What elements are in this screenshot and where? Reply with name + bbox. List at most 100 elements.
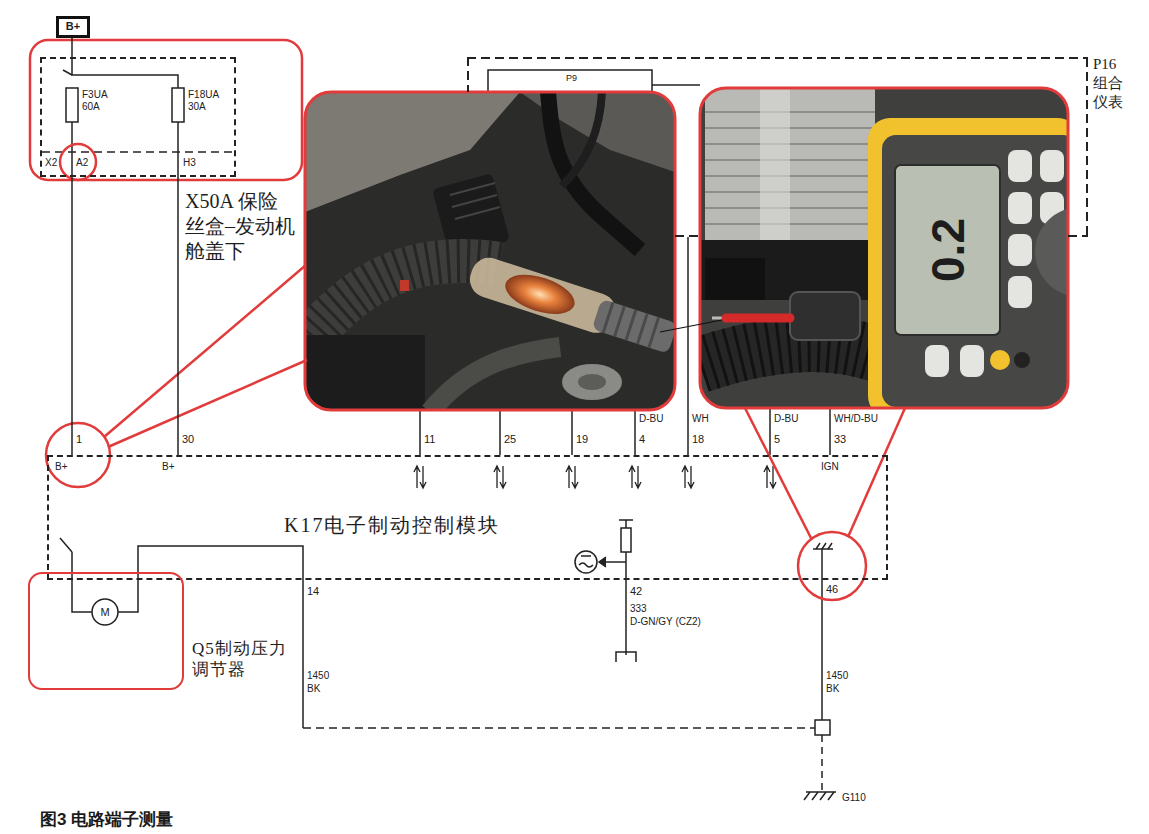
fluid-level-sensor — [575, 551, 597, 573]
photo-inset — [305, 261, 500, 345]
fuse-name: F3UA — [82, 89, 108, 101]
photo-inset — [562, 92, 602, 186]
pin-number: 5 — [774, 433, 780, 446]
connector-name: A2 — [76, 157, 88, 169]
photo-inset — [705, 258, 765, 300]
dashed-outline — [1068, 235, 1088, 237]
photo-inset — [430, 347, 560, 410]
pin-number: 19 — [576, 433, 588, 446]
bidirectional-arrow — [494, 466, 506, 488]
callout-highlight — [30, 40, 905, 600]
pin-number: 33 — [834, 433, 846, 446]
connector-name: H3 — [183, 157, 196, 169]
pressure-modulator-box: Q5制动压力调节器 — [28, 572, 184, 690]
fluid-level-sensor — [579, 563, 593, 567]
node-label: P16 组合仪表 — [1093, 55, 1126, 111]
wire-number: 1450 — [307, 670, 329, 682]
pin-name: IGN — [821, 461, 839, 473]
callout-highlight — [104, 265, 306, 437]
photo-inset — [465, 253, 675, 357]
photo-frame — [700, 88, 1068, 408]
fluid-level-sensor — [625, 552, 627, 655]
fluid-level-sensor — [621, 528, 631, 552]
photo-inset — [760, 88, 790, 248]
photo-inset — [726, 314, 790, 323]
photo-inset — [1014, 352, 1030, 368]
wire-color: D-BU — [639, 413, 663, 425]
ground-circuit — [821, 549, 823, 720]
fuse-name: F18UA — [188, 89, 219, 101]
node-label: Q5制动压力调节器 — [192, 638, 296, 681]
motor-circuit — [60, 538, 72, 552]
ground-circuit — [821, 735, 823, 792]
pin-name: B+ — [55, 461, 68, 473]
fuse-wiring — [172, 88, 184, 122]
dashed-outline — [1086, 58, 1088, 237]
pin-number: 46 — [826, 583, 838, 596]
photo-inset — [925, 345, 949, 377]
ground-circuit — [815, 720, 830, 735]
bidirectional-arrow — [414, 466, 776, 488]
dashed-outline — [467, 57, 1088, 59]
fuse-wiring — [63, 70, 72, 75]
bidirectional-arrow — [764, 466, 776, 488]
motor-circuit — [60, 538, 815, 728]
photo-inset — [790, 292, 860, 340]
fuse-rating: 30A — [188, 101, 206, 113]
part-name: P9 — [566, 73, 577, 83]
fluid-level-sensor — [575, 520, 636, 662]
photo-inset — [960, 345, 984, 377]
photo-frame — [305, 92, 675, 410]
callout-highlight — [108, 360, 307, 447]
fuse-wiring — [42, 151, 234, 153]
instrument-cluster-box: P16 组合仪表 — [467, 57, 1088, 237]
wire-connector — [687, 237, 689, 455]
bidirectional-arrow — [566, 466, 578, 488]
fuse-box: X50A 保险丝盒–发动机舱盖下 — [40, 57, 236, 177]
motor-circuit — [92, 599, 118, 625]
bidirectional-arrow — [682, 466, 694, 488]
photo-inset — [548, 92, 640, 250]
fuse-wiring — [177, 122, 179, 177]
photo-inset — [700, 344, 880, 365]
photo-inset — [1008, 234, 1032, 266]
wire-connector — [71, 38, 73, 57]
photo-inset — [1008, 276, 1032, 308]
wire-connector — [71, 177, 73, 455]
ground-circuit — [816, 543, 832, 549]
callout-highlight — [60, 144, 96, 180]
ground-name: G110 — [842, 792, 866, 804]
wire-color: WH — [692, 413, 709, 425]
photo-inset — [562, 364, 622, 400]
photo-inset — [450, 183, 500, 219]
pin-number: 1 — [76, 433, 82, 446]
pin-number: 18 — [692, 433, 704, 446]
node-label: K17电子制动控制模块 — [284, 513, 500, 538]
photo-inset — [990, 350, 1010, 370]
fuse-wiring — [42, 59, 234, 177]
wire-color: D-GN/GY (CZ2) — [630, 616, 701, 628]
photo-inset — [305, 261, 500, 345]
photo-inset — [895, 165, 1000, 335]
dashed-outline — [467, 57, 469, 92]
figure-caption: 图3 电路端子测量 — [40, 808, 173, 831]
fluid-level-sensor — [616, 652, 636, 662]
node-label: X50A 保险丝盒–发动机舱盖下 — [185, 189, 297, 264]
photo-inset — [700, 88, 1068, 408]
photo-inset — [500, 267, 579, 322]
photo-inset — [603, 302, 659, 347]
connector-name: X2 — [45, 157, 57, 169]
control-module-box: K17电子制动控制模块 — [47, 455, 888, 580]
dashed-outline — [467, 57, 1088, 237]
callout-highlight — [30, 40, 302, 180]
pin-number: 11 — [424, 433, 435, 446]
photo-inset — [1008, 192, 1032, 224]
pin-number: 14 — [307, 585, 319, 598]
motor-circuit — [72, 552, 92, 612]
photo-inset — [305, 92, 675, 410]
power-source-box: B+ — [56, 16, 90, 38]
fuse-wiring — [66, 88, 78, 122]
bidirectional-arrow — [414, 466, 426, 488]
